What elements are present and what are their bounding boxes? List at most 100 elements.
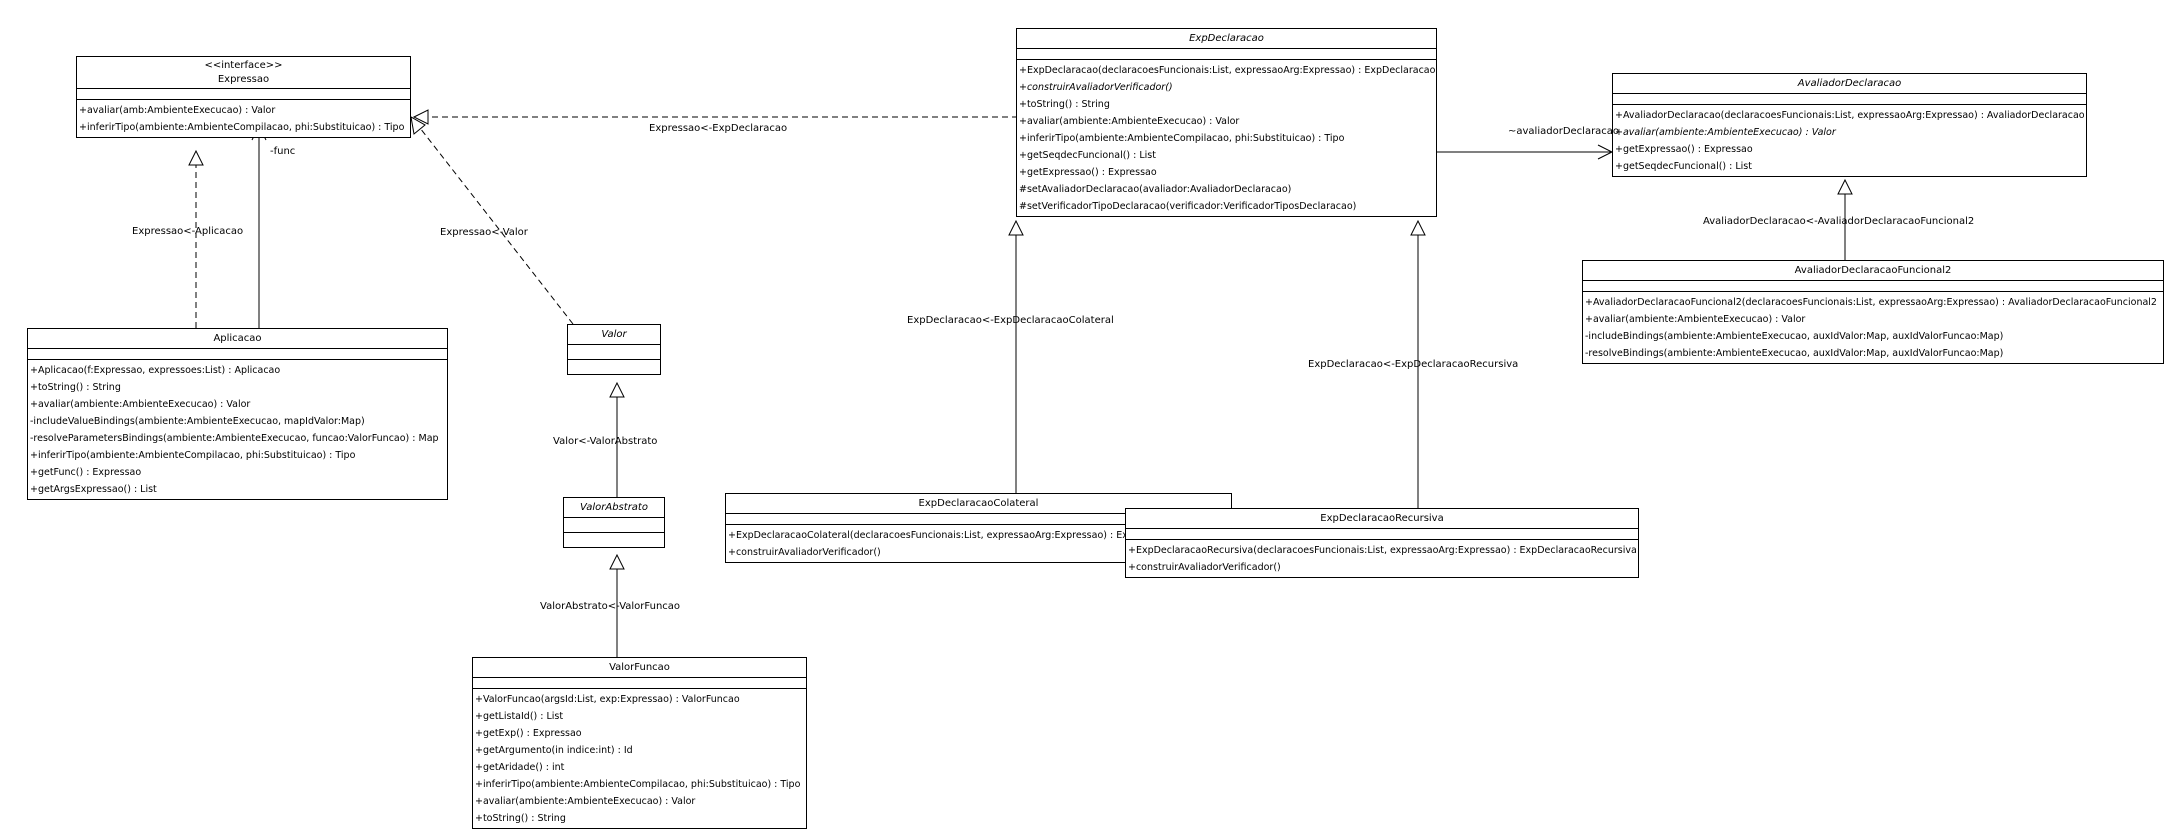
class-aplicacao[interactable]: Aplicacao +Aplicacao(f:Expressao, expres… — [27, 328, 448, 500]
operation: +toString() : String — [475, 813, 566, 824]
label-expdeclaracao-recursiva: ExpDeclaracao<-ExpDeclaracaoRecursiva — [1308, 359, 1519, 370]
operation: +getListaId() : List — [475, 711, 564, 722]
label-expressao-aplicacao: Expressao<-Aplicacao — [132, 226, 244, 237]
operation: +ExpDeclaracaoRecursiva(declaracoesFunci… — [1128, 545, 1637, 556]
label-valorabstrato-valorfuncao: ValorAbstrato<-ValorFuncao — [540, 601, 681, 612]
operation: +AvaliadorDeclaracaoFuncional2(declaraco… — [1585, 297, 2157, 308]
valorfuncao-generalization-arrowhead — [609, 553, 625, 570]
operation: +avaliar(amb:AmbienteExecucao) : Valor — [79, 105, 276, 116]
operation-abstract: +construirAvaliadorVerificador() — [1019, 82, 1173, 93]
class-valorfuncao[interactable]: ValorFuncao +ValorFuncao(argsId:List, ex… — [472, 657, 807, 829]
operations-compartment: +ExpDeclaracaoRecursiva(declaracoesFunci… — [1126, 540, 1638, 577]
operation: +avaliar(ambiente:AmbienteExecucao) : Va… — [1585, 314, 1806, 325]
class-name: ValorFuncao — [609, 662, 670, 673]
operations-compartment: +ExpDeclaracao(declaracoesFuncionais:Lis… — [1017, 60, 1436, 216]
operations-compartment: +ValorFuncao(argsId:List, exp:Expressao)… — [473, 689, 806, 828]
operations-compartment: +AvaliadorDeclaracao(declaracoesFunciona… — [1613, 105, 2086, 176]
operations-compartment: +AvaliadorDeclaracaoFuncional2(declaraco… — [1583, 292, 2163, 363]
operation: +AvaliadorDeclaracao(declaracoesFunciona… — [1615, 110, 2085, 121]
label-avaliador-funcional2: AvaliadorDeclaracao<-AvaliadorDeclaracao… — [1703, 216, 1975, 227]
class-expdeclaracaorecursiva[interactable]: ExpDeclaracaoRecursiva +ExpDeclaracaoRec… — [1125, 508, 1639, 578]
operation: +getExpressao() : Expressao — [1019, 167, 1157, 178]
operations-compartment: +ExpDeclaracaoColateral(declaracoesFunci… — [726, 525, 1231, 562]
operation: #setAvaliadorDeclaracao(avaliador:Avalia… — [1019, 184, 1292, 195]
class-avaliadordeclaracao[interactable]: AvaliadorDeclaracao +AvaliadorDeclaracao… — [1612, 73, 2087, 177]
attributes-compartment — [726, 514, 1231, 525]
class-stereotype: <<interface>> — [204, 60, 283, 71]
operation: +getExpressao() : Expressao — [1615, 144, 1753, 155]
label-valor-valorabstrato: Valor<-ValorAbstrato — [553, 436, 658, 447]
colateral-generalization-arrowhead — [1008, 219, 1024, 236]
operation: +inferirTipo(ambiente:AmbienteCompilacao… — [79, 122, 405, 133]
valor-realization-line — [419, 127, 574, 325]
operation: +toString() : String — [1019, 99, 1110, 110]
label-expressao-expdeclaracao: Expressao<-ExpDeclaracao — [649, 123, 788, 134]
operations-compartment: +Aplicacao(f:Expressao, expressoes:List)… — [28, 360, 447, 499]
operation: -includeBindings(ambiente:AmbienteExecuc… — [1585, 331, 2004, 342]
class-name: ExpDeclaracaoRecursiva — [1320, 513, 1444, 524]
operation: +getExp() : Expressao — [475, 728, 582, 739]
attributes-compartment — [1613, 94, 2086, 105]
class-name: AvaliadorDeclaracaoFuncional2 — [1794, 265, 1952, 276]
operations-compartment: +avaliar(amb:AmbienteExecucao) : Valor +… — [77, 100, 410, 137]
class-name: ExpDeclaracaoColateral — [918, 498, 1039, 509]
expdeclaracao-realization-arrowhead — [412, 109, 429, 125]
operation: +ExpDeclaracaoColateral(declaracoesFunci… — [728, 530, 1231, 541]
operation: +avaliar(ambiente:AmbienteExecucao) : Va… — [1019, 116, 1240, 127]
class-name: AvaliadorDeclaracao — [1797, 78, 1902, 89]
class-name: ExpDeclaracao — [1189, 33, 1264, 44]
operation: +inferirTipo(ambiente:AmbienteCompilacao… — [30, 450, 356, 461]
operation: -resolveBindings(ambiente:AmbienteExecuc… — [1585, 348, 2004, 359]
valor-realization-arrowhead — [410, 116, 426, 135]
operation: +avaliar(ambiente:AmbienteExecucao) : Va… — [30, 399, 251, 410]
attributes-compartment — [473, 678, 806, 689]
operation: +ExpDeclaracao(declaracoesFuncionais:Lis… — [1019, 65, 1436, 76]
operation: +getArgumento(in indice:int) : Id — [475, 745, 633, 756]
label-avaliadordeclaracao: ~avaliadorDeclaracao — [1508, 126, 1620, 137]
recursiva-generalization-arrowhead — [1410, 219, 1426, 236]
attributes-compartment — [1126, 529, 1638, 540]
operation: -includeValueBindings(ambiente:AmbienteE… — [30, 416, 365, 427]
attributes-compartment — [28, 349, 447, 360]
class-name: Expressao — [217, 74, 270, 85]
class-avaliadordeclaracaofuncional2[interactable]: AvaliadorDeclaracaoFuncional2 +Avaliador… — [1582, 260, 2164, 364]
operation: +getSeqdecFuncional() : List — [1019, 150, 1156, 161]
label-func: -func — [270, 146, 296, 157]
class-expressao[interactable]: <<interface>> Expressao +avaliar(amb:Amb… — [76, 56, 411, 138]
attributes-compartment — [77, 89, 410, 100]
class-name: Aplicacao — [213, 333, 262, 344]
class-expdeclaracao[interactable]: ExpDeclaracao +ExpDeclaracao(declaracoes… — [1016, 28, 1437, 217]
funcional2-generalization-arrowhead — [1837, 178, 1853, 195]
operation: +getAridade() : int — [475, 762, 565, 773]
operation: +getFunc() : Expressao — [30, 467, 142, 478]
operation: +getArgsExpressao() : List — [30, 484, 157, 495]
operations-compartment — [564, 533, 664, 547]
class-valor[interactable]: Valor — [567, 324, 661, 375]
operation: -resolveParametersBindings(ambiente:Ambi… — [30, 433, 439, 444]
aplicacao-realization-arrowhead — [188, 149, 204, 166]
operation: +inferirTipo(ambiente:AmbienteCompilacao… — [1019, 133, 1345, 144]
label-expdeclaracao-colateral: ExpDeclaracao<-ExpDeclaracaoColateral — [907, 315, 1114, 326]
operation: +construirAvaliadorVerificador() — [728, 547, 881, 558]
valorabstrato-generalization-arrowhead — [609, 381, 625, 398]
label-expressao-valor: Expressao<-Valor — [440, 227, 528, 238]
attributes-compartment — [564, 518, 664, 533]
operation: +getSeqdecFuncional() : List — [1615, 161, 1752, 172]
operation: +ValorFuncao(argsId:List, exp:Expressao)… — [475, 694, 740, 705]
operation: +construirAvaliadorVerificador() — [1128, 562, 1281, 573]
class-name: Valor — [601, 329, 627, 340]
operation: +Aplicacao(f:Expressao, expressoes:List)… — [30, 365, 281, 376]
operation: #setVerificadorTipoDeclaracao(verificado… — [1019, 201, 1357, 212]
operations-compartment — [568, 360, 660, 374]
operation: +toString() : String — [30, 382, 121, 393]
class-name: ValorAbstrato — [580, 502, 648, 513]
class-valorabstrato[interactable]: ValorAbstrato — [563, 497, 665, 548]
operation: +inferirTipo(ambiente:AmbienteCompilacao… — [475, 779, 801, 790]
attributes-compartment — [568, 345, 660, 360]
operation-abstract: +avaliar(ambiente:AmbienteExecucao) : Va… — [1615, 127, 1836, 138]
attributes-compartment — [1583, 281, 2163, 292]
operation: +avaliar(ambiente:AmbienteExecucao) : Va… — [475, 796, 696, 807]
attributes-compartment — [1017, 49, 1436, 60]
